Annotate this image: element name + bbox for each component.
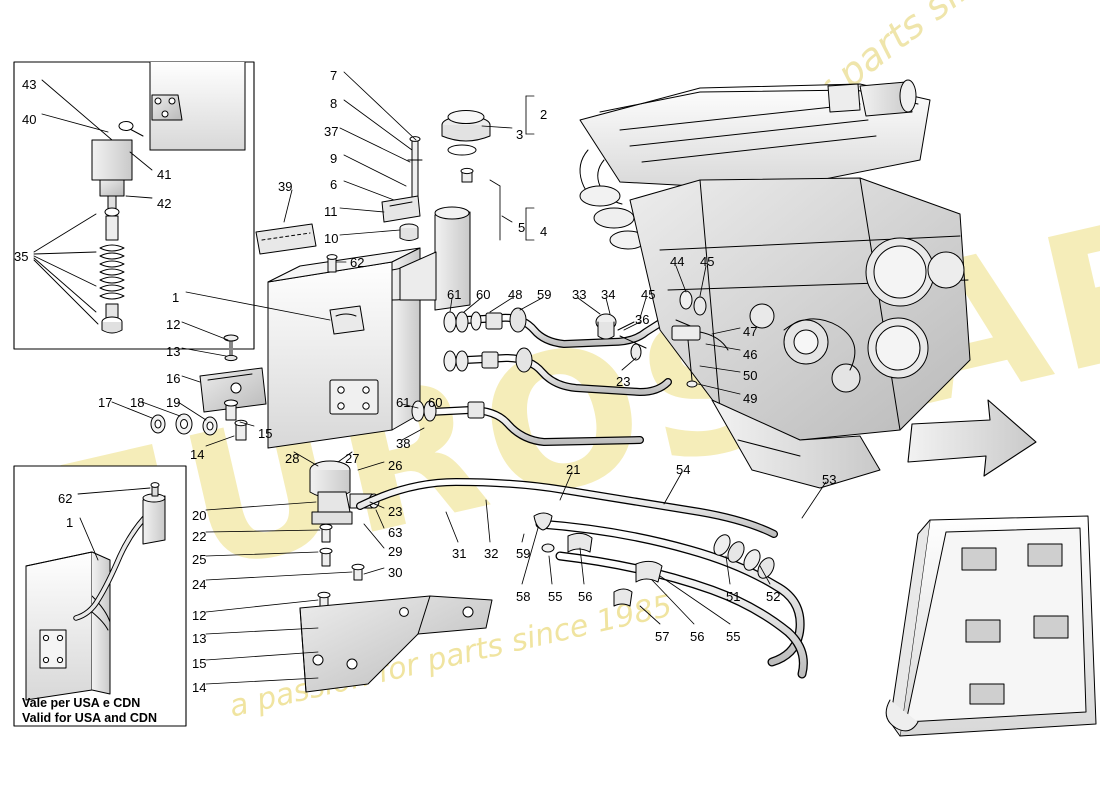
callout-37: 37 — [324, 124, 339, 139]
inset-box-bottom-left — [13, 465, 187, 727]
callout-51: 51 — [726, 589, 741, 604]
callout-10: 10 — [324, 231, 339, 246]
callout-58: 58 — [516, 589, 531, 604]
callout-14-b: 14 — [192, 680, 207, 695]
callout-39: 39 — [278, 179, 293, 194]
callout-47: 47 — [743, 324, 758, 339]
callout-59-a: 59 — [537, 287, 552, 302]
callout-8: 8 — [330, 96, 338, 111]
callout-55-a: 55 — [548, 589, 563, 604]
callout-12-a: 12 — [166, 317, 181, 332]
callout-60-a: 60 — [476, 287, 491, 302]
engine-assembly — [579, 79, 971, 489]
callout-52: 52 — [766, 589, 781, 604]
callout-4: 4 — [540, 224, 548, 239]
callout-40: 40 — [22, 112, 37, 127]
callout-41: 41 — [157, 167, 172, 182]
callout-9: 9 — [330, 151, 338, 166]
callout-16: 16 — [166, 371, 181, 386]
callout-62-inset: 62 — [58, 491, 73, 506]
callout-61-a: 61 — [447, 287, 462, 302]
callout-20: 20 — [192, 508, 207, 523]
callout-57: 57 — [655, 629, 670, 644]
callout-21: 21 — [566, 462, 581, 477]
callout-50: 50 — [743, 368, 758, 383]
callout-49: 49 — [743, 391, 758, 406]
callout-44: 44 — [670, 254, 685, 269]
callout-26: 26 — [388, 458, 403, 473]
callout-2: 2 — [540, 107, 548, 122]
bracket-assembly — [150, 334, 267, 441]
callout-38: 38 — [396, 436, 411, 451]
oil-tank-main — [255, 110, 491, 449]
callout-45-b: 45 — [700, 254, 715, 269]
callout-15-b: 15 — [192, 656, 207, 671]
callout-62-tank: 62 — [350, 255, 365, 270]
callout-33: 33 — [572, 287, 587, 302]
callout-61-b: 61 — [396, 395, 411, 410]
callout-19: 19 — [166, 395, 181, 410]
oil-hoses-center — [356, 307, 808, 679]
callout-42: 42 — [157, 196, 172, 211]
callout-18: 18 — [130, 395, 145, 410]
callout-48: 48 — [508, 287, 523, 302]
oil-cooler-radiator — [885, 515, 1097, 737]
callout-22: 22 — [192, 529, 207, 544]
inset-caption-line1: Vale per USA e CDN — [22, 696, 141, 710]
callout-5: 5 — [518, 220, 526, 235]
callout-63: 63 — [388, 525, 403, 540]
callout-55-b: 55 — [726, 629, 741, 644]
callout-13-a: 13 — [166, 344, 181, 359]
callout-27: 27 — [345, 451, 360, 466]
callout-43: 43 — [22, 77, 37, 92]
callout-11: 11 — [324, 204, 338, 219]
callout-31: 31 — [452, 546, 467, 561]
callout-28: 28 — [285, 451, 300, 466]
callout-14-a: 14 — [190, 447, 205, 462]
callout-56-b: 56 — [690, 629, 705, 644]
callout-13-b: 13 — [192, 631, 207, 646]
callout-46: 46 — [743, 347, 758, 362]
callout-59-b: 59 — [516, 546, 531, 561]
callout-23-a: 23 — [388, 504, 403, 519]
callout-53: 53 — [822, 472, 837, 487]
leader-lines — [111, 71, 827, 685]
callout-45-a: 45 — [641, 287, 656, 302]
callout-36: 36 — [635, 312, 650, 327]
callout-3: 3 — [516, 127, 524, 142]
lower-mount-bracket — [299, 595, 493, 693]
callout-1-tank: 1 — [172, 290, 180, 305]
callout-24: 24 — [192, 577, 207, 592]
callout-29: 29 — [388, 544, 403, 559]
callout-56-a: 56 — [578, 589, 593, 604]
callout-60-b: 60 — [428, 395, 443, 410]
callout-23-b: 23 — [616, 374, 631, 389]
inset-caption-line2: Valid for USA and CDN — [22, 711, 157, 725]
callout-7: 7 — [330, 68, 338, 83]
callout-12-b: 12 — [192, 608, 207, 623]
inset-box-top-left — [13, 61, 255, 350]
callout-25: 25 — [192, 552, 207, 567]
callout-15-a: 15 — [258, 426, 273, 441]
callout-34: 34 — [601, 287, 616, 302]
direction-arrow — [907, 399, 1037, 477]
callout-6: 6 — [330, 177, 338, 192]
callout-17: 17 — [98, 395, 113, 410]
callout-54: 54 — [676, 462, 691, 477]
callout-1-inset: 1 — [66, 515, 74, 530]
callout-30: 30 — [388, 565, 403, 580]
callout-35: 35 — [14, 249, 29, 264]
callout-32: 32 — [484, 546, 499, 561]
